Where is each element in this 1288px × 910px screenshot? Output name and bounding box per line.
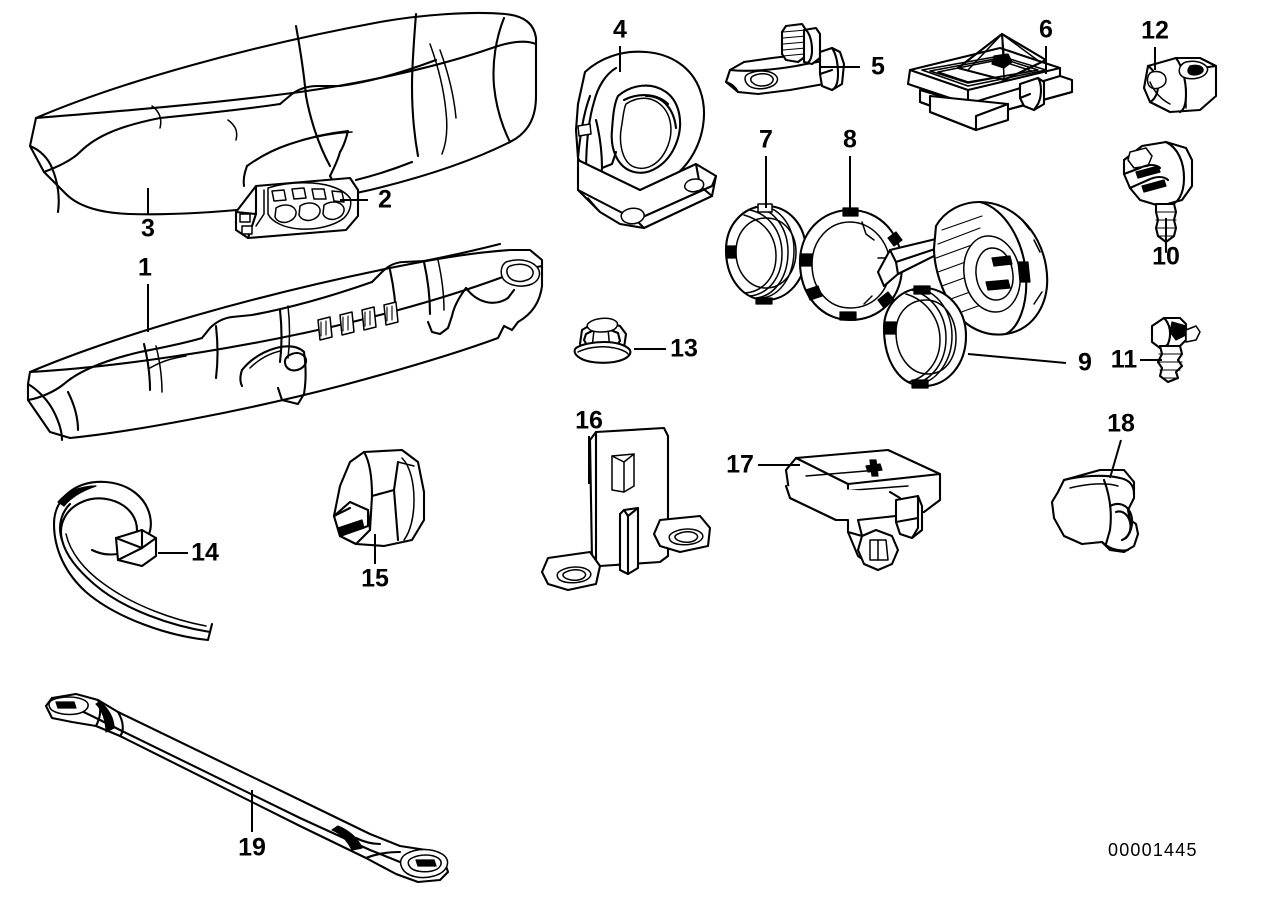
callout-label-10[interactable]: 10 (1152, 242, 1180, 271)
callout-label-18[interactable]: 18 (1107, 409, 1135, 438)
callout-label-19[interactable]: 19 (238, 833, 266, 862)
part-15-trim-cover[interactable] (332, 448, 426, 548)
callout-label-11[interactable]: 11 (1110, 345, 1138, 374)
callout-label-4[interactable]: 4 (613, 15, 627, 44)
part-8-retaining-ring-notched[interactable] (798, 207, 904, 322)
callout-label-8[interactable]: 8 (843, 125, 857, 154)
callout-label-9[interactable]: 9 (1078, 348, 1092, 377)
callout-label-7[interactable]: 7 (759, 125, 773, 154)
callout-label-6[interactable]: 6 (1039, 15, 1053, 44)
callout-label-17[interactable]: 17 (726, 450, 754, 479)
part-5-mounting-bracket-stud[interactable] (724, 22, 846, 96)
callout-label-3[interactable]: 3 (141, 214, 155, 243)
part-18-rubber-boot[interactable] (1050, 468, 1140, 554)
leader-lines (147, 46, 1167, 832)
part-12-relay-block[interactable] (1142, 56, 1218, 114)
callout-label-5[interactable]: 5 (871, 52, 885, 81)
part-6-speaker-grille-frame[interactable] (906, 32, 1074, 132)
part-3-upper-dashboard-cover[interactable] (28, 11, 538, 216)
part-9-lock-ring[interactable] (882, 285, 968, 389)
part-4-steering-column-housing[interactable] (574, 50, 718, 230)
callout-label-13[interactable]: 13 (670, 334, 698, 363)
part-7-threaded-ring[interactable] (724, 203, 808, 305)
part-10-clip-with-pin[interactable] (1122, 140, 1194, 254)
part-19-support-strut[interactable] (44, 692, 450, 884)
part-1-instrument-panel-carrier[interactable] (26, 242, 544, 442)
part-17-control-module-holder[interactable] (784, 448, 942, 572)
part-13-flange-nut[interactable] (573, 317, 632, 364)
callout-label-12[interactable]: 12 (1141, 16, 1169, 45)
part-2-switch-block[interactable] (234, 176, 360, 240)
callout-label-1[interactable]: 1 (138, 253, 152, 282)
reference-number: 00001445 (1108, 840, 1198, 860)
part-16-mounting-bracket-tall[interactable] (540, 426, 712, 592)
callout-label-15[interactable]: 15 (361, 564, 389, 593)
part-14-cable-tie[interactable] (52, 480, 214, 642)
part-11-screw-with-collar[interactable] (1150, 316, 1201, 384)
callout-label-14[interactable]: 14 (191, 538, 219, 567)
callout-label-2[interactable]: 2 (378, 185, 392, 214)
callout-label-16[interactable]: 16 (575, 406, 603, 435)
splined-drum (932, 200, 1049, 336)
